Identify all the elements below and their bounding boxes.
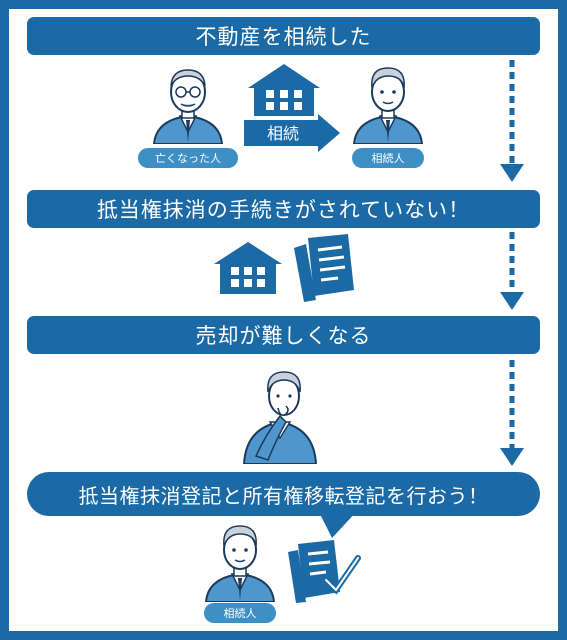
deceased-label: 亡くなった人	[138, 148, 238, 168]
step-3-banner: 売却が難しくなる	[27, 316, 540, 354]
dotted-arrow-icon	[500, 360, 524, 466]
step-1-banner: 不動産を相続した	[27, 17, 540, 55]
step-4-bubble: 抵当権抹消登記と所有権移転登記を行おう！	[27, 472, 540, 516]
arrow-right-icon	[244, 114, 340, 152]
dotted-arrow-icon	[500, 232, 524, 310]
bubble-tail	[318, 510, 358, 538]
step-3-text: 売却が難しくなる	[195, 324, 372, 348]
dotted-arrow-icon	[500, 60, 524, 182]
man-icon	[352, 67, 424, 144]
heir-label: 相続人	[352, 148, 424, 168]
step-4-text: 抵当権抹消登記と所有権移転登記を行おう！	[78, 483, 489, 508]
thinking-man-icon	[242, 371, 318, 464]
elderly-man-icon	[152, 69, 224, 144]
document-icon	[294, 234, 354, 302]
step-2-text: 抵当権抹消の手続きがされていない！	[96, 198, 471, 222]
document-check-icon	[288, 540, 361, 603]
house-icon	[214, 242, 282, 294]
step-2-banner: 抵当権抹消の手続きがされていない！	[27, 190, 540, 228]
step-1-text: 不動産を相続した	[195, 25, 372, 49]
man-icon	[204, 525, 276, 602]
house-icon	[248, 64, 320, 116]
heir-bottom-label: 相続人	[204, 603, 276, 623]
transfer-label: 相続	[266, 124, 299, 143]
